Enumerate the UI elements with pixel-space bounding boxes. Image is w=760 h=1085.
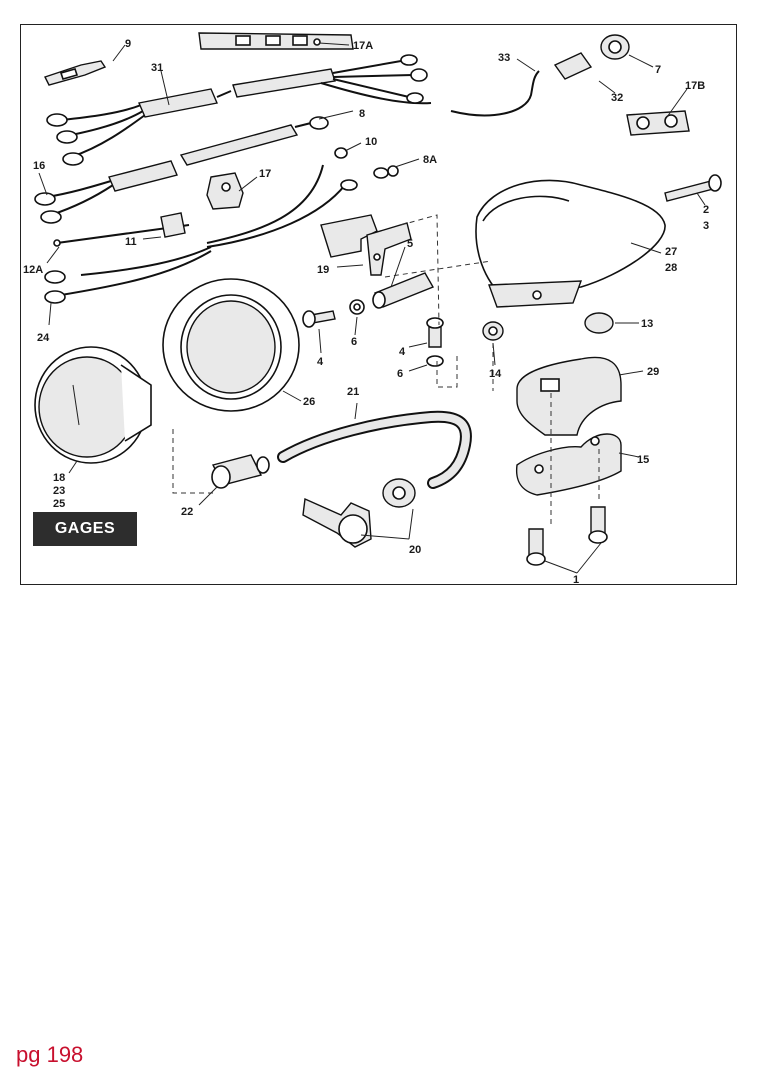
page-number: pg 198 [16, 1042, 84, 1067]
callout-13: 13 [641, 318, 653, 330]
callout-20: 20 [409, 544, 421, 556]
callout-27: 27 [665, 246, 677, 258]
callout-22: 22 [181, 506, 193, 518]
part-5-spacer [372, 272, 435, 309]
callout-10: 10 [365, 136, 377, 148]
callout-leader-lines [38, 42, 706, 574]
callout-28: 28 [665, 262, 677, 274]
callout-21: 21 [347, 386, 359, 398]
callout-25: 25 [53, 498, 65, 510]
callout-3: 3 [703, 220, 709, 232]
callout-12a: 12A [23, 264, 43, 276]
callout-11: 11 [125, 236, 137, 248]
part-20-elbow [302, 478, 416, 548]
part-29-15-clamp [515, 356, 622, 496]
callout-33: 33 [498, 52, 510, 64]
part-8-lead [179, 116, 329, 166]
callout-8a: 8A [423, 154, 437, 166]
part-17-clip [206, 172, 244, 210]
exploded-parts-diagram: 9 17A 31 8 33 7 32 17B 16 10 8A 17 2 3 1… [20, 24, 737, 586]
callout-31: 31 [151, 62, 163, 74]
part-4-6-hardware [302, 299, 444, 367]
parts-drawing: 9 17A 31 8 33 7 32 17B 16 10 8A 17 2 3 1… [23, 32, 722, 586]
part-10-8a-terminals [206, 147, 399, 248]
part-17b-bracket [626, 110, 690, 136]
callout-17b: 17B [685, 80, 705, 92]
assembly-guide-lines [172, 214, 600, 525]
callout-8: 8 [359, 108, 365, 120]
callout-23: 23 [53, 485, 65, 497]
callout-6b: 6 [397, 368, 403, 380]
part-18-gauge [34, 346, 152, 464]
callout-4b: 4 [399, 346, 406, 358]
part-21-hose [277, 410, 472, 489]
part-33-32-7-line [450, 34, 630, 117]
callout-4a: 4 [317, 356, 324, 368]
callout-24: 24 [37, 332, 50, 344]
callout-labels: 9 17A 31 8 33 7 32 17B 16 10 8A 17 2 3 1… [23, 38, 709, 586]
callout-7: 7 [655, 64, 661, 76]
part-22-fitting [211, 454, 270, 489]
callout-5: 5 [407, 238, 413, 250]
callout-17a: 17A [353, 40, 373, 52]
callout-14: 14 [489, 368, 502, 380]
part-9-connector [44, 60, 107, 86]
part-27-28-shell [475, 179, 666, 308]
callout-1: 1 [573, 574, 579, 586]
callout-16: 16 [33, 160, 45, 172]
part-1-bolts [526, 506, 608, 566]
part-19-bracket [320, 214, 412, 276]
part-14-13-grommets [482, 312, 614, 341]
section-title-badge: GAGES [33, 512, 137, 546]
callout-26: 26 [303, 396, 315, 408]
part-17a-bracket [198, 32, 354, 50]
callout-18: 18 [53, 472, 65, 484]
callout-2: 2 [703, 204, 709, 216]
part-12a-11-wire [44, 212, 212, 304]
callout-9: 9 [125, 38, 131, 50]
callout-19: 19 [317, 264, 329, 276]
part-16-harness [34, 160, 178, 224]
callout-32: 32 [611, 92, 623, 104]
callout-29: 29 [647, 366, 659, 378]
part-2-3-screw [664, 174, 722, 202]
part-31-harness [46, 54, 432, 166]
part-26-bezel [162, 278, 300, 412]
callout-17: 17 [259, 168, 271, 180]
callout-15: 15 [637, 454, 649, 466]
callout-6a: 6 [351, 336, 357, 348]
